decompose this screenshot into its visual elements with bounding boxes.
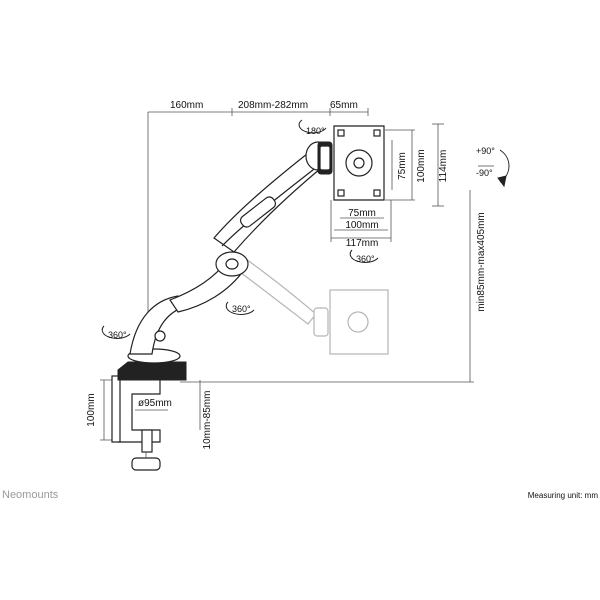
desk-clamp [111, 375, 161, 471]
vesa-plate [333, 125, 385, 201]
lower-arm [169, 251, 249, 313]
dim-pole-diameter: ø95mm [138, 398, 172, 409]
arm-lowered-ghost [231, 251, 389, 355]
rotation-arrows [101, 119, 510, 339]
upper-arm [213, 141, 331, 253]
rot-head-tilt: 180° [306, 126, 325, 136]
brand-logo: Neomounts [2, 489, 59, 501]
dim-vesa-100-w: 100mm [345, 220, 378, 231]
dim-arm-reach: 208mm-282mm [238, 100, 308, 111]
measuring-unit: Measuring unit: mm [528, 491, 599, 500]
head-joint [317, 141, 333, 175]
rot-head-swivel: 360° [356, 254, 375, 264]
dim-head-offset: 65mm [330, 100, 358, 111]
dim-vesa-75-w: 75mm [348, 208, 376, 219]
pole-base [117, 295, 188, 381]
dimension-labels: 160mm 208mm-282mm 65mm 75mm 100mm 114mm … [2, 100, 598, 501]
rot-tilt-up: +90° [476, 146, 495, 156]
dim-width-117: 117mm [346, 238, 379, 249]
dim-height-114: 114mm [438, 150, 449, 183]
dim-vesa-75-h: 75mm [397, 152, 408, 180]
dim-vesa-100-h: 100mm [416, 149, 427, 182]
dim-desk-thickness: 10mm-85mm [202, 391, 213, 450]
rot-base-swivel: 360° [108, 330, 127, 340]
rot-tilt-down: -90° [476, 168, 493, 178]
dim-height-range: min85mm-max405mm [476, 212, 487, 311]
dim-clamp-height: 100mm [86, 393, 97, 426]
rot-arm-swivel: 360° [232, 304, 251, 314]
dim-pole-to-arm: 160mm [170, 100, 203, 111]
